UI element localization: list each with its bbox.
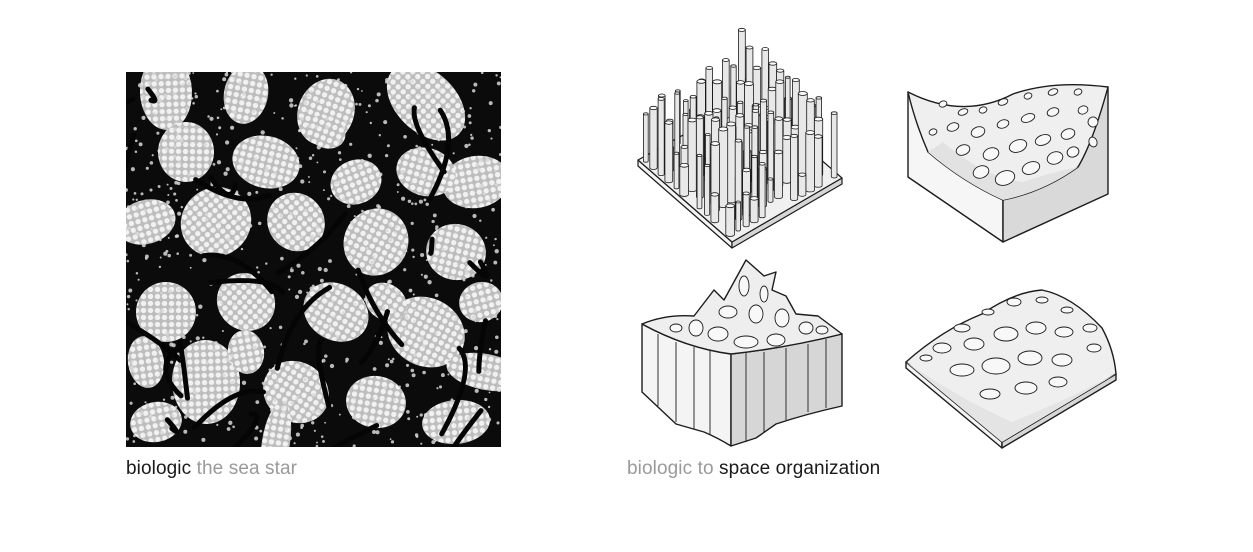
- perforated-dome-plate-model: [902, 282, 1120, 452]
- pillar-field-drawing: [632, 78, 847, 250]
- sea-star-texture: [126, 72, 501, 447]
- saddle-drawing: [903, 82, 1118, 247]
- dome-drawing: [902, 282, 1120, 452]
- folded-wall-drawing: [636, 256, 846, 450]
- left-caption: biologic the sea star: [126, 458, 297, 480]
- sea-star-photo: [126, 72, 501, 447]
- pillar-field-model: [632, 78, 847, 250]
- texture-cells: [126, 72, 501, 447]
- right-caption-primary: space organization: [719, 458, 880, 479]
- right-caption-secondary: biologic to: [627, 458, 714, 479]
- perforated-saddle-model: [903, 82, 1118, 247]
- left-caption-secondary: the sea star: [197, 458, 297, 479]
- right-caption: biologic to space organization: [627, 458, 880, 480]
- folded-perforated-wall-model: [636, 256, 846, 450]
- left-caption-primary: biologic: [126, 458, 191, 479]
